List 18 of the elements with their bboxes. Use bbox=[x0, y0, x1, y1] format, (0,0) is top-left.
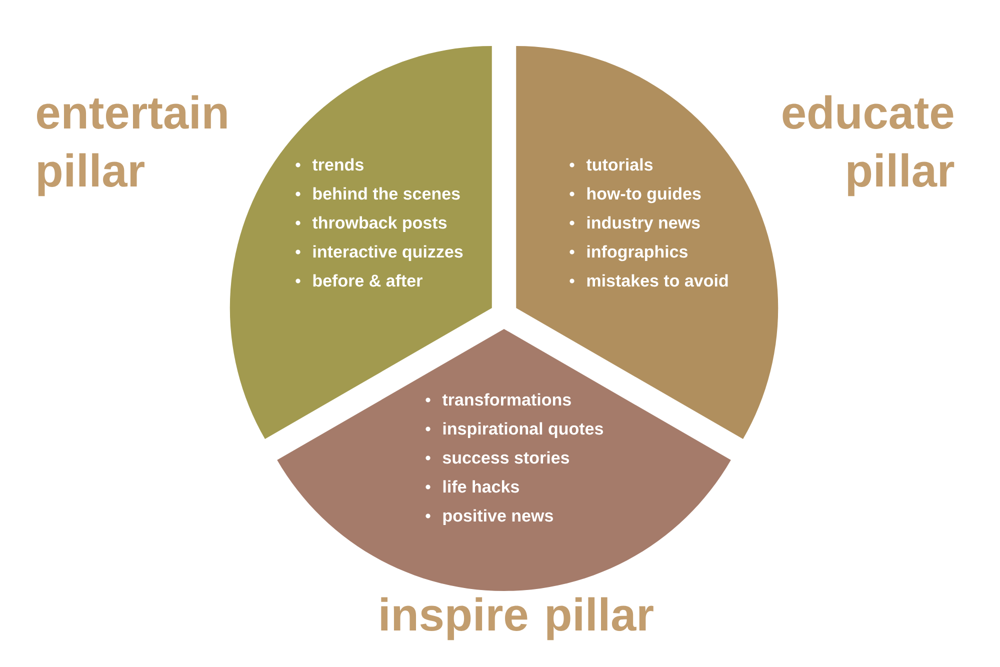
list-item: positive news bbox=[443, 509, 553, 526]
list-item: throwback posts bbox=[312, 216, 447, 232]
list-item: life hacks bbox=[443, 480, 519, 493]
list-item: industry news bbox=[587, 216, 700, 232]
list-item: mistakes to avoid bbox=[587, 274, 728, 287]
list-item: before & after bbox=[313, 274, 422, 287]
list-item: behind the scenes bbox=[313, 187, 460, 200]
pillar-heading: inspire pillar bbox=[381, 597, 654, 640]
list-item: success stories bbox=[442, 451, 570, 464]
list-item: transformations bbox=[442, 393, 571, 406]
pillar-heading: entertain pillar bbox=[37, 95, 227, 196]
list-item: infographics bbox=[587, 245, 688, 262]
list-item: trends bbox=[312, 158, 364, 171]
list-item: inspirational quotes bbox=[443, 422, 604, 438]
pillar-heading: educate pillar bbox=[782, 95, 954, 196]
list-item: interactive quizzes bbox=[313, 245, 463, 262]
list-item: how-to guides bbox=[587, 187, 701, 204]
list-item: tutorials bbox=[586, 158, 653, 171]
